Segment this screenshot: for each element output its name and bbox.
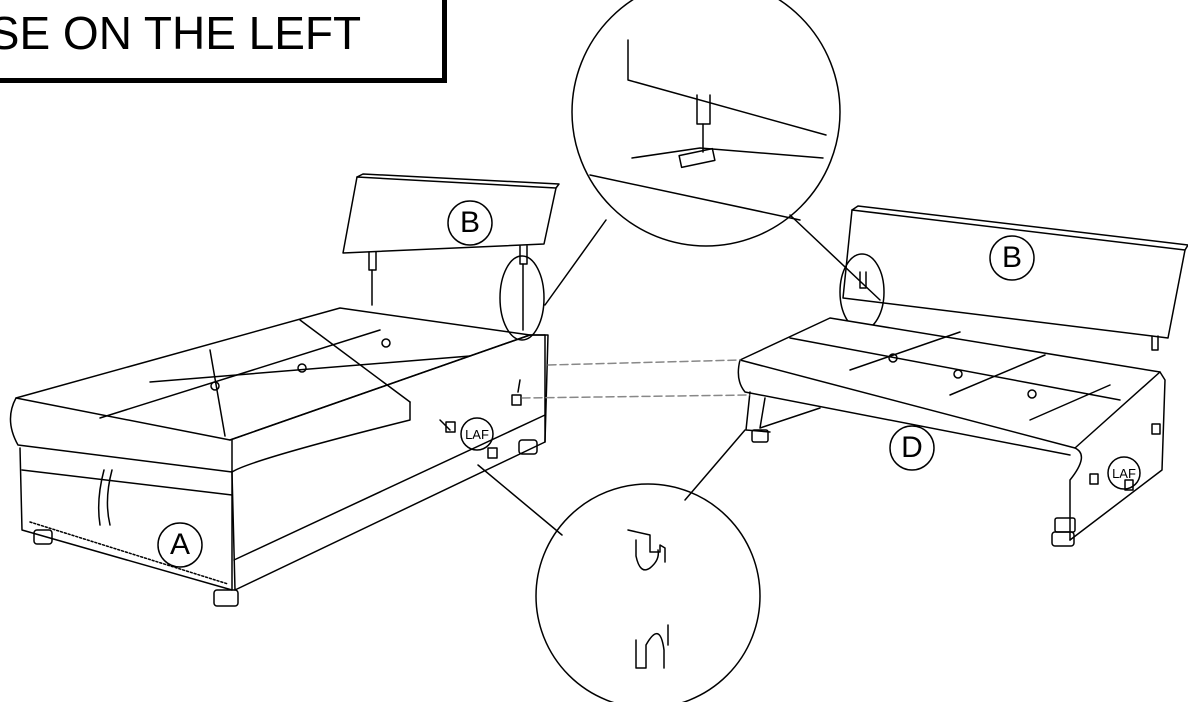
left-ottoman [10,308,548,606]
part-a-label: A [169,528,190,561]
label-circle-b-left [448,201,492,245]
title-banner: ISE ON THE LEFT [0,0,444,80]
label-circle-b-right [990,236,1034,280]
left-zoom-marker [500,256,544,340]
laf-right-label: LAF [1112,466,1136,481]
label-circle-laf-left [461,418,493,450]
detail-circle-bottom [478,430,760,702]
label-circle-a [158,523,202,567]
detail-circle-top [545,0,880,305]
banner-text: ISE ON THE LEFT [0,7,362,59]
label-circle-laf-right [1108,457,1140,489]
alignment-guides [522,360,750,398]
laf-left-label: LAF [465,427,489,442]
label-circle-d [890,426,934,470]
right-sofa [738,318,1165,546]
part-d-label: D [901,431,923,464]
part-b-left-label: B [459,206,480,239]
part-b-right-label: B [1001,241,1022,274]
right-backrest [843,206,1188,350]
left-backrest [343,174,559,330]
